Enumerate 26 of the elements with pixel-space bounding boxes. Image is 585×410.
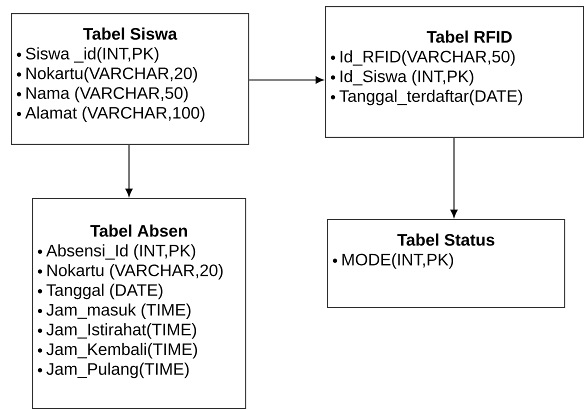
table-title: Tabel RFID xyxy=(426,30,512,43)
arrow xyxy=(249,76,324,84)
field-item: Jam_Istirahat(TIME) xyxy=(46,323,196,339)
arrow xyxy=(125,145,133,197)
field-item: Nokartu(VARCHAR,20) xyxy=(26,67,197,83)
field-item: Jam_masuk (TIME) xyxy=(46,303,190,319)
table-title: Tabel Status xyxy=(397,234,494,246)
field-item: Alamat (VARCHAR,100) xyxy=(25,106,204,122)
field-item: Jam_Pulang(TIME) xyxy=(46,362,189,378)
table-title: Tabel Absen xyxy=(90,224,187,237)
table-title: Tabel Siswa xyxy=(83,28,178,40)
arrow xyxy=(450,138,458,218)
field-item: Tanggal_terdaftar(DATE) xyxy=(340,90,522,106)
table-box xyxy=(325,6,584,138)
field-item: Nokartu (VARCHAR,20) xyxy=(48,264,223,280)
field-item: Jam_Kembali(TIME) xyxy=(46,342,197,358)
field-item: Siswa _id(INT,PK) xyxy=(26,47,158,63)
field-item: Tanggal (DATE) xyxy=(46,284,162,300)
field-item: Id_Siswa (INT,PK) xyxy=(340,70,474,86)
field-item: MODE(INT,PK) xyxy=(342,253,454,269)
field-item: Id_RFID(VARCHAR,50) xyxy=(340,50,515,66)
table-box xyxy=(11,13,250,145)
table-box xyxy=(327,219,566,308)
table-box xyxy=(32,198,246,410)
field-item: Absensi_Id (INT,PK) xyxy=(46,244,196,260)
field-item: Nama (VARCHAR,50) xyxy=(26,86,188,102)
